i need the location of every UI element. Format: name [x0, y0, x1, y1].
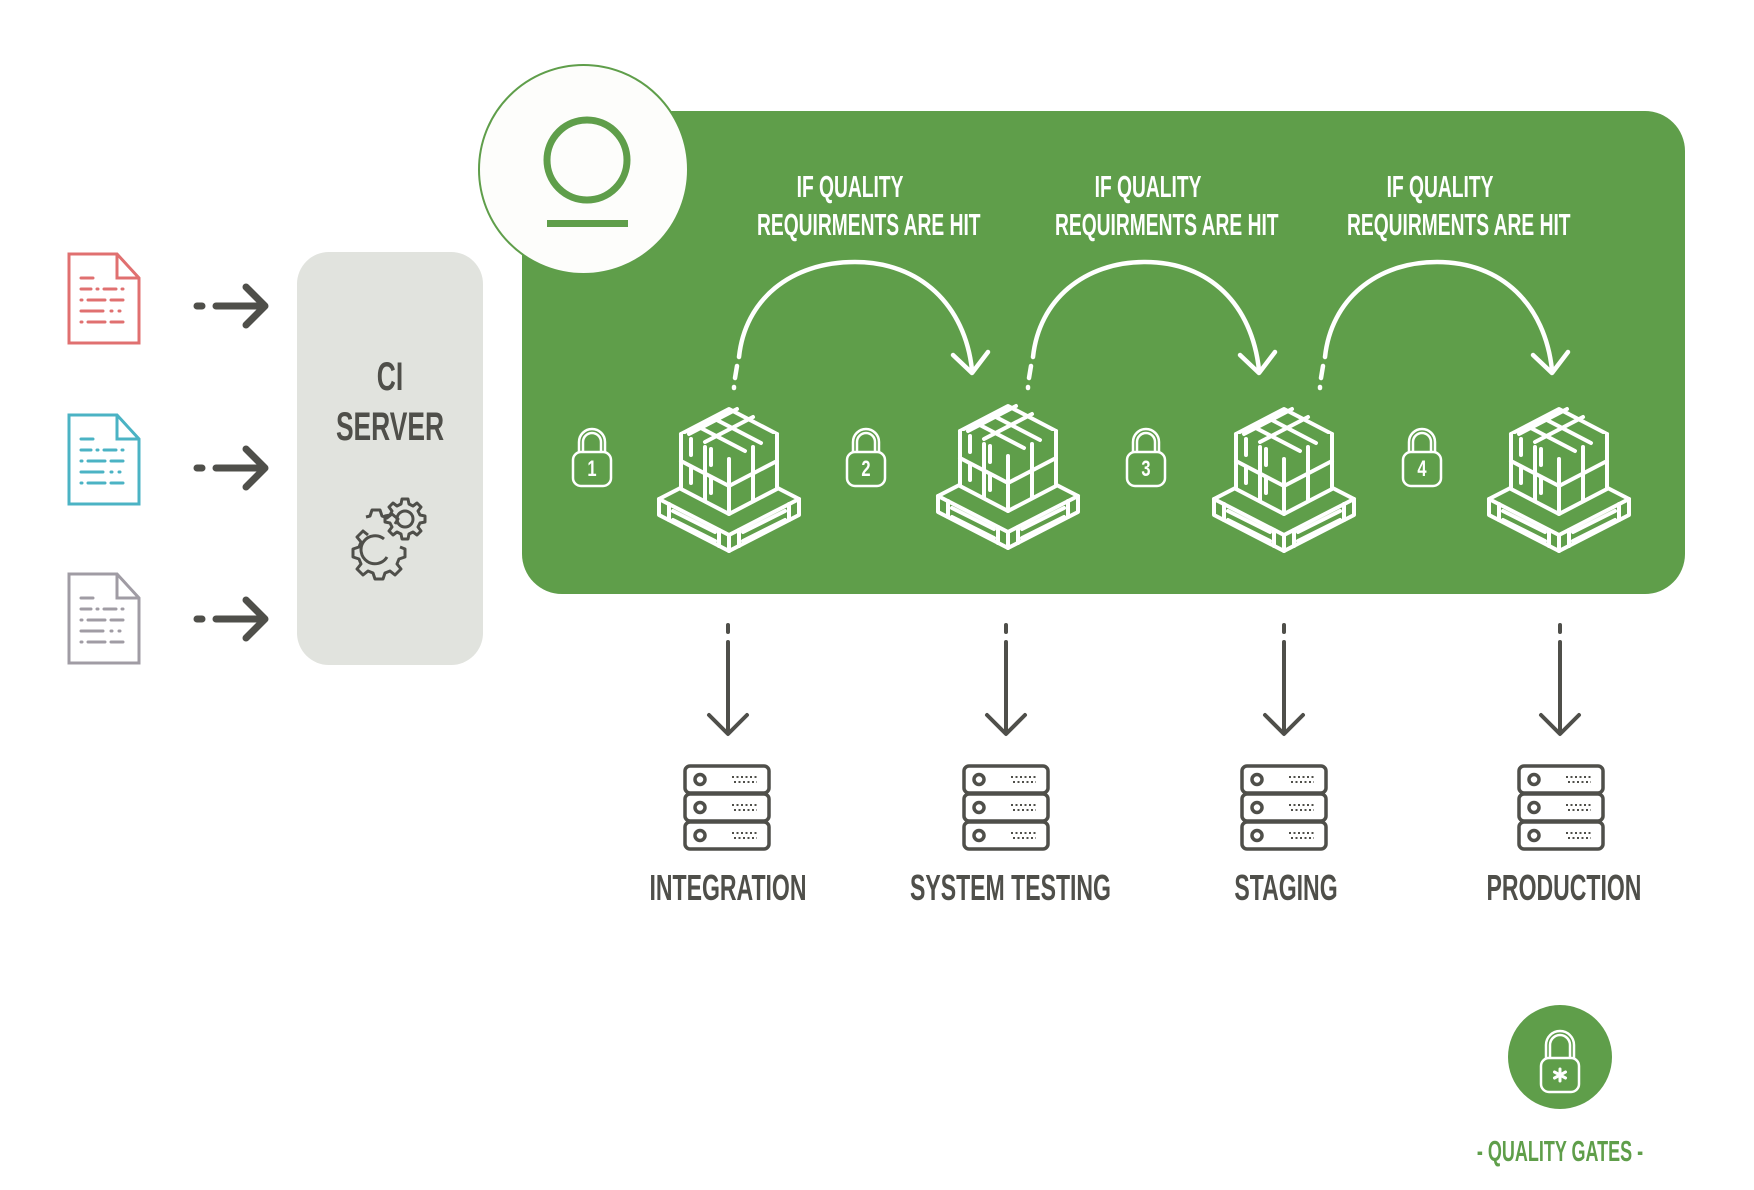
quality-gate-4: 4	[1401, 422, 1443, 488]
source-file-2	[67, 413, 141, 506]
lock-icon	[571, 427, 613, 488]
server-icon	[683, 764, 771, 851]
environment-label-text: STAGING	[1234, 867, 1338, 908]
lock-icon	[1125, 427, 1167, 488]
source-file-1	[67, 252, 141, 345]
package-pallet-icon	[1487, 407, 1631, 553]
legend-label: - QUALITY GATES -	[1410, 1137, 1710, 1167]
arrow-down-icon	[985, 623, 1027, 736]
quality-gate-number: 3	[1141, 456, 1151, 481]
lock-icon	[1401, 427, 1443, 488]
arrow-down-icon	[1263, 623, 1305, 736]
document-icon	[67, 413, 141, 506]
server-icon	[962, 764, 1050, 851]
arrow-right-icon	[193, 445, 269, 491]
gate-condition-line1: IF QUALITY	[1386, 169, 1494, 204]
quality-gate-number: 4	[1417, 456, 1427, 481]
user-icon	[543, 116, 631, 227]
gate-condition-label-3: IF QUALITY REQUIRMENTS ARE HIT	[1290, 168, 1590, 244]
user-badge	[478, 64, 689, 275]
legend-badge	[1508, 1005, 1612, 1109]
server-icon	[1240, 764, 1328, 851]
environment-label-text: PRODUCTION	[1486, 867, 1642, 908]
quality-gate-2: 2	[845, 422, 887, 488]
lock-asterisk-icon	[1539, 1029, 1581, 1094]
lock-icon	[845, 427, 887, 488]
gears-icon	[351, 497, 427, 581]
arrow-right-icon	[193, 596, 269, 642]
environment-label-text: SYSTEM TESTING	[910, 867, 1111, 908]
environment-label-text: INTEGRATION	[649, 867, 807, 908]
arrow-right-icon	[193, 283, 269, 329]
quality-gate-1: 1	[571, 422, 613, 488]
source-file-3	[67, 572, 141, 665]
curved-arrow-icon	[1025, 259, 1278, 391]
package-pallet-icon	[936, 404, 1080, 550]
quality-gate-number: 2	[861, 456, 871, 481]
pipeline-panel	[522, 111, 1685, 594]
gate-condition-label-1: IF QUALITY REQUIRMENTS ARE HIT	[700, 168, 1000, 244]
ci-server-box	[297, 252, 483, 665]
quality-gate-number: 1	[587, 456, 597, 481]
environment-label-integration: INTEGRATION	[578, 870, 878, 906]
legend-label-text: - QUALITY GATES -	[1476, 1136, 1644, 1168]
ci-server-title-line2: SERVER	[335, 405, 445, 449]
document-icon	[67, 252, 141, 345]
gate-condition-line1: IF QUALITY	[1094, 169, 1202, 204]
ci-server-title: CI SERVER	[297, 352, 483, 452]
document-icon	[67, 572, 141, 665]
server-icon	[1517, 764, 1605, 851]
arrow-down-icon	[707, 623, 749, 736]
ci-server-title-line1: CI	[376, 355, 404, 399]
quality-gate-3: 3	[1125, 422, 1167, 488]
arrow-down-icon	[1539, 623, 1581, 736]
environment-label-system-testing: SYSTEM TESTING	[856, 870, 1156, 906]
gate-condition-label-2: IF QUALITY REQUIRMENTS ARE HIT	[998, 168, 1298, 244]
package-pallet-icon	[1212, 407, 1356, 553]
environment-label-production: PRODUCTION	[1414, 870, 1714, 906]
curved-arrow-icon	[1317, 259, 1571, 391]
environment-label-staging: STAGING	[1136, 870, 1436, 906]
package-pallet-icon	[657, 407, 801, 553]
gate-condition-line1: IF QUALITY	[796, 169, 904, 204]
curved-arrow-icon	[731, 259, 991, 391]
